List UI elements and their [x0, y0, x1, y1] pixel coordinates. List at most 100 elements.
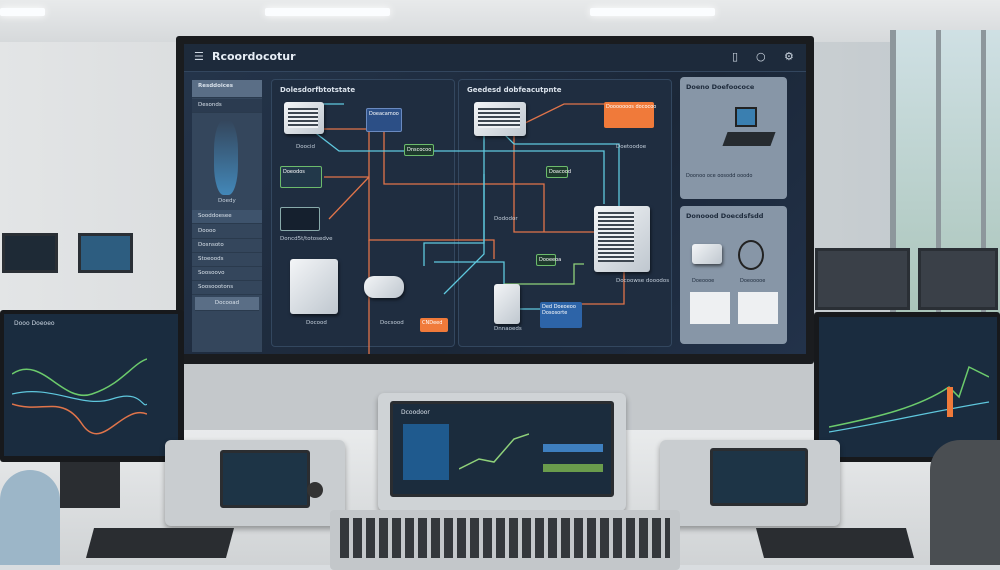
control-box-device: [290, 259, 338, 314]
monitor-stand: [60, 462, 120, 508]
chart-line: [12, 403, 147, 435]
sidebar-item[interactable]: Sooddoesee: [192, 210, 262, 224]
panel-title: Doeno Doefoococe: [686, 83, 755, 91]
progress-bar: [543, 444, 603, 452]
ceiling: [0, 0, 1000, 42]
vent-grille: [598, 212, 634, 262]
sidebar-item[interactable]: Dosnsoto: [192, 239, 262, 253]
device-label: Dnnaoeds: [494, 326, 522, 332]
status-box[interactable]: Dnscocoo: [404, 144, 434, 156]
background-monitor: [918, 248, 998, 310]
vent-grille: [288, 108, 318, 128]
device-label: Doeoooe: [692, 278, 715, 284]
info-box[interactable]: Doeacamoo: [366, 108, 402, 132]
progress-bar: [543, 464, 603, 472]
person-operator-left: [0, 470, 60, 565]
device-label: Doetoodoe: [616, 144, 647, 150]
valve-device: [364, 276, 404, 298]
panel-text: Doonoo oce oosodd ooodo: [686, 173, 753, 179]
keyboard[interactable]: [85, 528, 235, 558]
sidebar-header: Resddoices: [192, 80, 262, 98]
cable-icon: [738, 240, 764, 270]
server-device: [494, 284, 520, 324]
right-monitor-screen: [819, 317, 997, 457]
face-scan-graphic: [403, 424, 449, 480]
device-label: Docsood: [380, 320, 404, 326]
center-control-console: Dcoodoor: [378, 393, 626, 511]
console-screen: [220, 450, 310, 508]
status-box[interactable]: Dooeeoa: [536, 254, 561, 266]
line-chart-graphic: [459, 433, 529, 470]
alert-box[interactable]: Dooooooos dococoo: [604, 102, 656, 128]
console-screen: [710, 448, 808, 506]
wire: [328, 176, 370, 220]
app-header: ☰ Rcoordocotur ▯ ○ ⚙: [184, 44, 806, 72]
right-monitor: [814, 312, 1000, 462]
left-monitor-screen: Dooo Doeoeo: [4, 314, 178, 456]
device-label: Docood: [306, 320, 327, 326]
chart-bar: [947, 387, 953, 417]
bookmark-icon[interactable]: ▯: [732, 50, 739, 63]
center-console-screen: Dcoodoor: [390, 401, 614, 497]
line-chart-graphic: [829, 365, 989, 433]
panel-right-top: Doeno Doefoococe Doonoo oce oosodd ooodo: [680, 77, 787, 199]
sidebar-item[interactable]: Soosoovo: [192, 267, 262, 281]
circle-icon[interactable]: ○: [756, 50, 766, 63]
chart-line: [12, 358, 147, 397]
sidebar-item[interactable]: Soosoootons: [192, 281, 262, 295]
button-grid[interactable]: [340, 518, 670, 558]
line-chart-graphic: [12, 358, 147, 435]
right-control-console: [660, 440, 840, 526]
settings-icon[interactable]: ⚙: [784, 50, 794, 63]
wire: [383, 114, 545, 232]
wire: [303, 123, 605, 204]
sidebar-item[interactable]: Stoeoods: [192, 253, 262, 267]
joystick-knob[interactable]: [307, 482, 323, 498]
computer-terminal-icon: [735, 107, 757, 127]
status-box[interactable]: Doacood: [546, 166, 571, 178]
status-box[interactable]: Doeodos: [280, 166, 322, 188]
chart-line: [12, 390, 147, 406]
ceiling-light: [0, 8, 45, 16]
main-screen: ☰ Rcoordocotur ▯ ○ ⚙ Resddoices Desonds …: [184, 44, 806, 354]
left-monitor: Dooo Doeoeo: [0, 310, 184, 462]
device-label: Doocid: [296, 144, 316, 150]
keyboard[interactable]: [755, 528, 915, 558]
cabinet-unit-device: [594, 206, 650, 272]
chart-line: [459, 433, 529, 470]
alert-box[interactable]: CNDeed: [420, 318, 448, 332]
background-monitor: [815, 248, 910, 310]
ceiling-light: [265, 8, 390, 16]
sidebar-item[interactable]: Doooo: [192, 225, 262, 239]
sidebar-button[interactable]: Docooad: [195, 297, 259, 311]
chart-line: [829, 401, 989, 433]
wire: [518, 103, 604, 127]
report-card: [690, 292, 730, 324]
chart-line: [829, 365, 989, 428]
gauge-display: [280, 207, 320, 231]
keyboard-icon: [722, 132, 776, 146]
air-conditioner-device: [284, 102, 324, 134]
wire: [434, 261, 505, 284]
wire: [564, 272, 625, 305]
device-icon: [692, 244, 722, 264]
ceiling-light: [590, 8, 715, 16]
app-title: Rcoordocotur: [212, 50, 296, 63]
wire: [423, 174, 485, 266]
report-card: [738, 292, 778, 324]
sidebar-item[interactable]: Desonds: [192, 99, 262, 113]
monitor-title: Dooo Doeoeo: [14, 320, 55, 327]
info-box[interactable]: Ded Doeoeoo Dososorte: [540, 302, 582, 328]
panel-title: Donoood Doecdsfsdd: [686, 212, 764, 220]
sensor-illustration: [214, 120, 238, 195]
panel-right-bottom: Donoood Doecdsfsdd Doeoooe Doeooooe: [680, 206, 787, 344]
person-operator-right: [930, 440, 1000, 565]
sensor-label: Doedy: [218, 198, 236, 204]
sidebar: Resddoices Desonds Doedy Sooddoesee Dooo…: [192, 80, 262, 352]
window-frame: [981, 30, 986, 320]
device-label: Dododor: [494, 216, 518, 222]
left-control-console: [165, 440, 345, 526]
menu-icon[interactable]: ☰: [194, 50, 204, 63]
wire: [504, 263, 584, 285]
console-title: Dcoodoor: [401, 409, 430, 416]
